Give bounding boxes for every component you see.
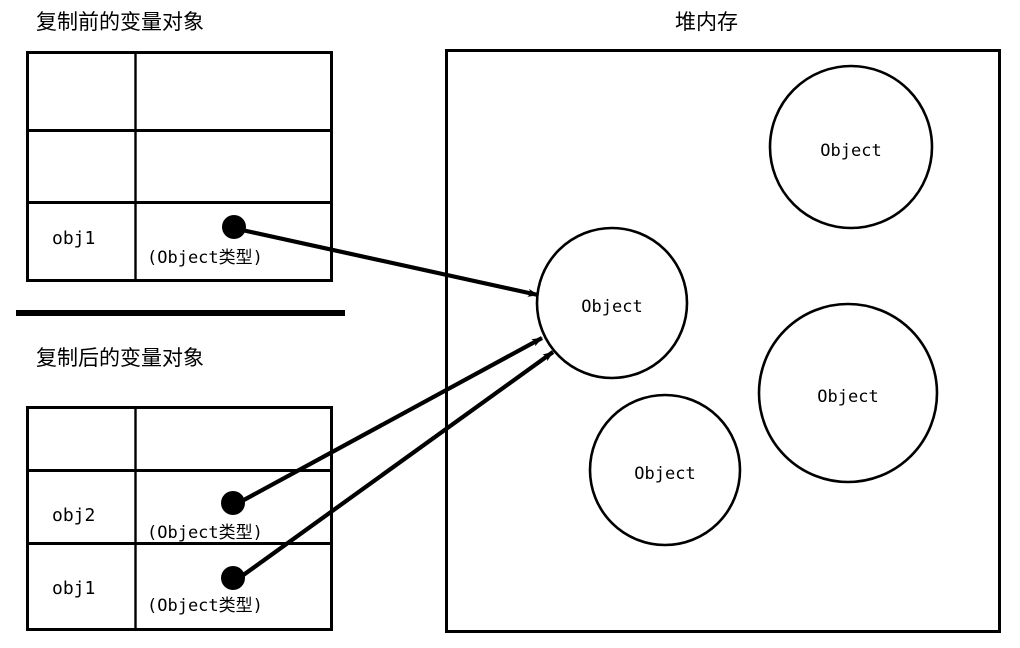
heap-object-label-top-right: Object (820, 141, 882, 161)
type-suffix: ) (252, 248, 263, 268)
heap-object-top-right (768, 64, 934, 230)
pointer-dot-before-obj1 (222, 215, 246, 239)
pointer-dot-after-obj2 (221, 491, 245, 515)
title-after-copy: 复制后的变量对象 (36, 346, 204, 370)
type-cjk: 类型 (218, 523, 253, 543)
stack-row-type-after-obj2: (Object类型) (147, 518, 263, 543)
arrow-after-obj1 (240, 350, 555, 578)
stack-table-after (26, 406, 333, 631)
heap-object-center-left (535, 226, 689, 380)
type-suffix: ) (252, 596, 263, 616)
type-prefix: (Object (147, 523, 219, 543)
heap-object-label-bottom-center: Object (634, 464, 696, 484)
pointer-dot-after-obj1 (221, 566, 245, 590)
type-cjk: 类型 (218, 248, 253, 268)
arrow-after-obj2 (240, 336, 544, 503)
stack-row-type-before-obj1: (Object类型) (147, 243, 263, 268)
arrow-before-obj1 (241, 227, 539, 298)
type-prefix: (Object (147, 248, 219, 268)
heap-object-label-center-left: Object (581, 297, 643, 317)
stack-row-name-after-obj2: obj2 (52, 505, 96, 526)
stack-table-before (26, 51, 333, 282)
stack-row-type-after-obj1: (Object类型) (147, 591, 263, 616)
heap-object-label-mid-right: Object (817, 387, 879, 407)
heap-object-mid-right (757, 302, 939, 484)
title-heap-memory: 堆内存 (675, 10, 738, 34)
type-cjk: 类型 (218, 596, 253, 616)
reference-arrows (240, 227, 555, 578)
type-suffix: ) (252, 523, 263, 543)
heap-object-bottom-center (588, 393, 742, 547)
stack-row-name-before-obj1: obj1 (52, 228, 96, 249)
stack-row-name-after-obj1: obj1 (52, 578, 96, 599)
title-before-copy: 复制前的变量对象 (36, 10, 204, 34)
type-prefix: (Object (147, 596, 219, 616)
